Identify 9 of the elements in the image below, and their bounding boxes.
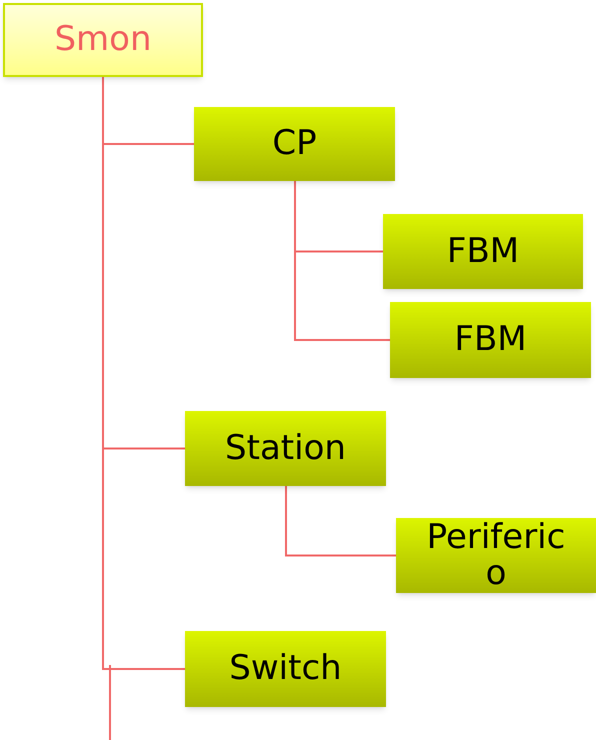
root-box: Smon — [3, 3, 203, 77]
node-box: FBM — [383, 214, 583, 289]
connector-line — [285, 486, 396, 556]
node-box: Switch — [185, 631, 386, 707]
connector-line — [294, 181, 390, 341]
node-box: CP — [194, 107, 395, 181]
node-box: FBM — [390, 302, 591, 378]
node-box: Station — [185, 411, 386, 486]
node-box: Periferico — [396, 518, 596, 593]
